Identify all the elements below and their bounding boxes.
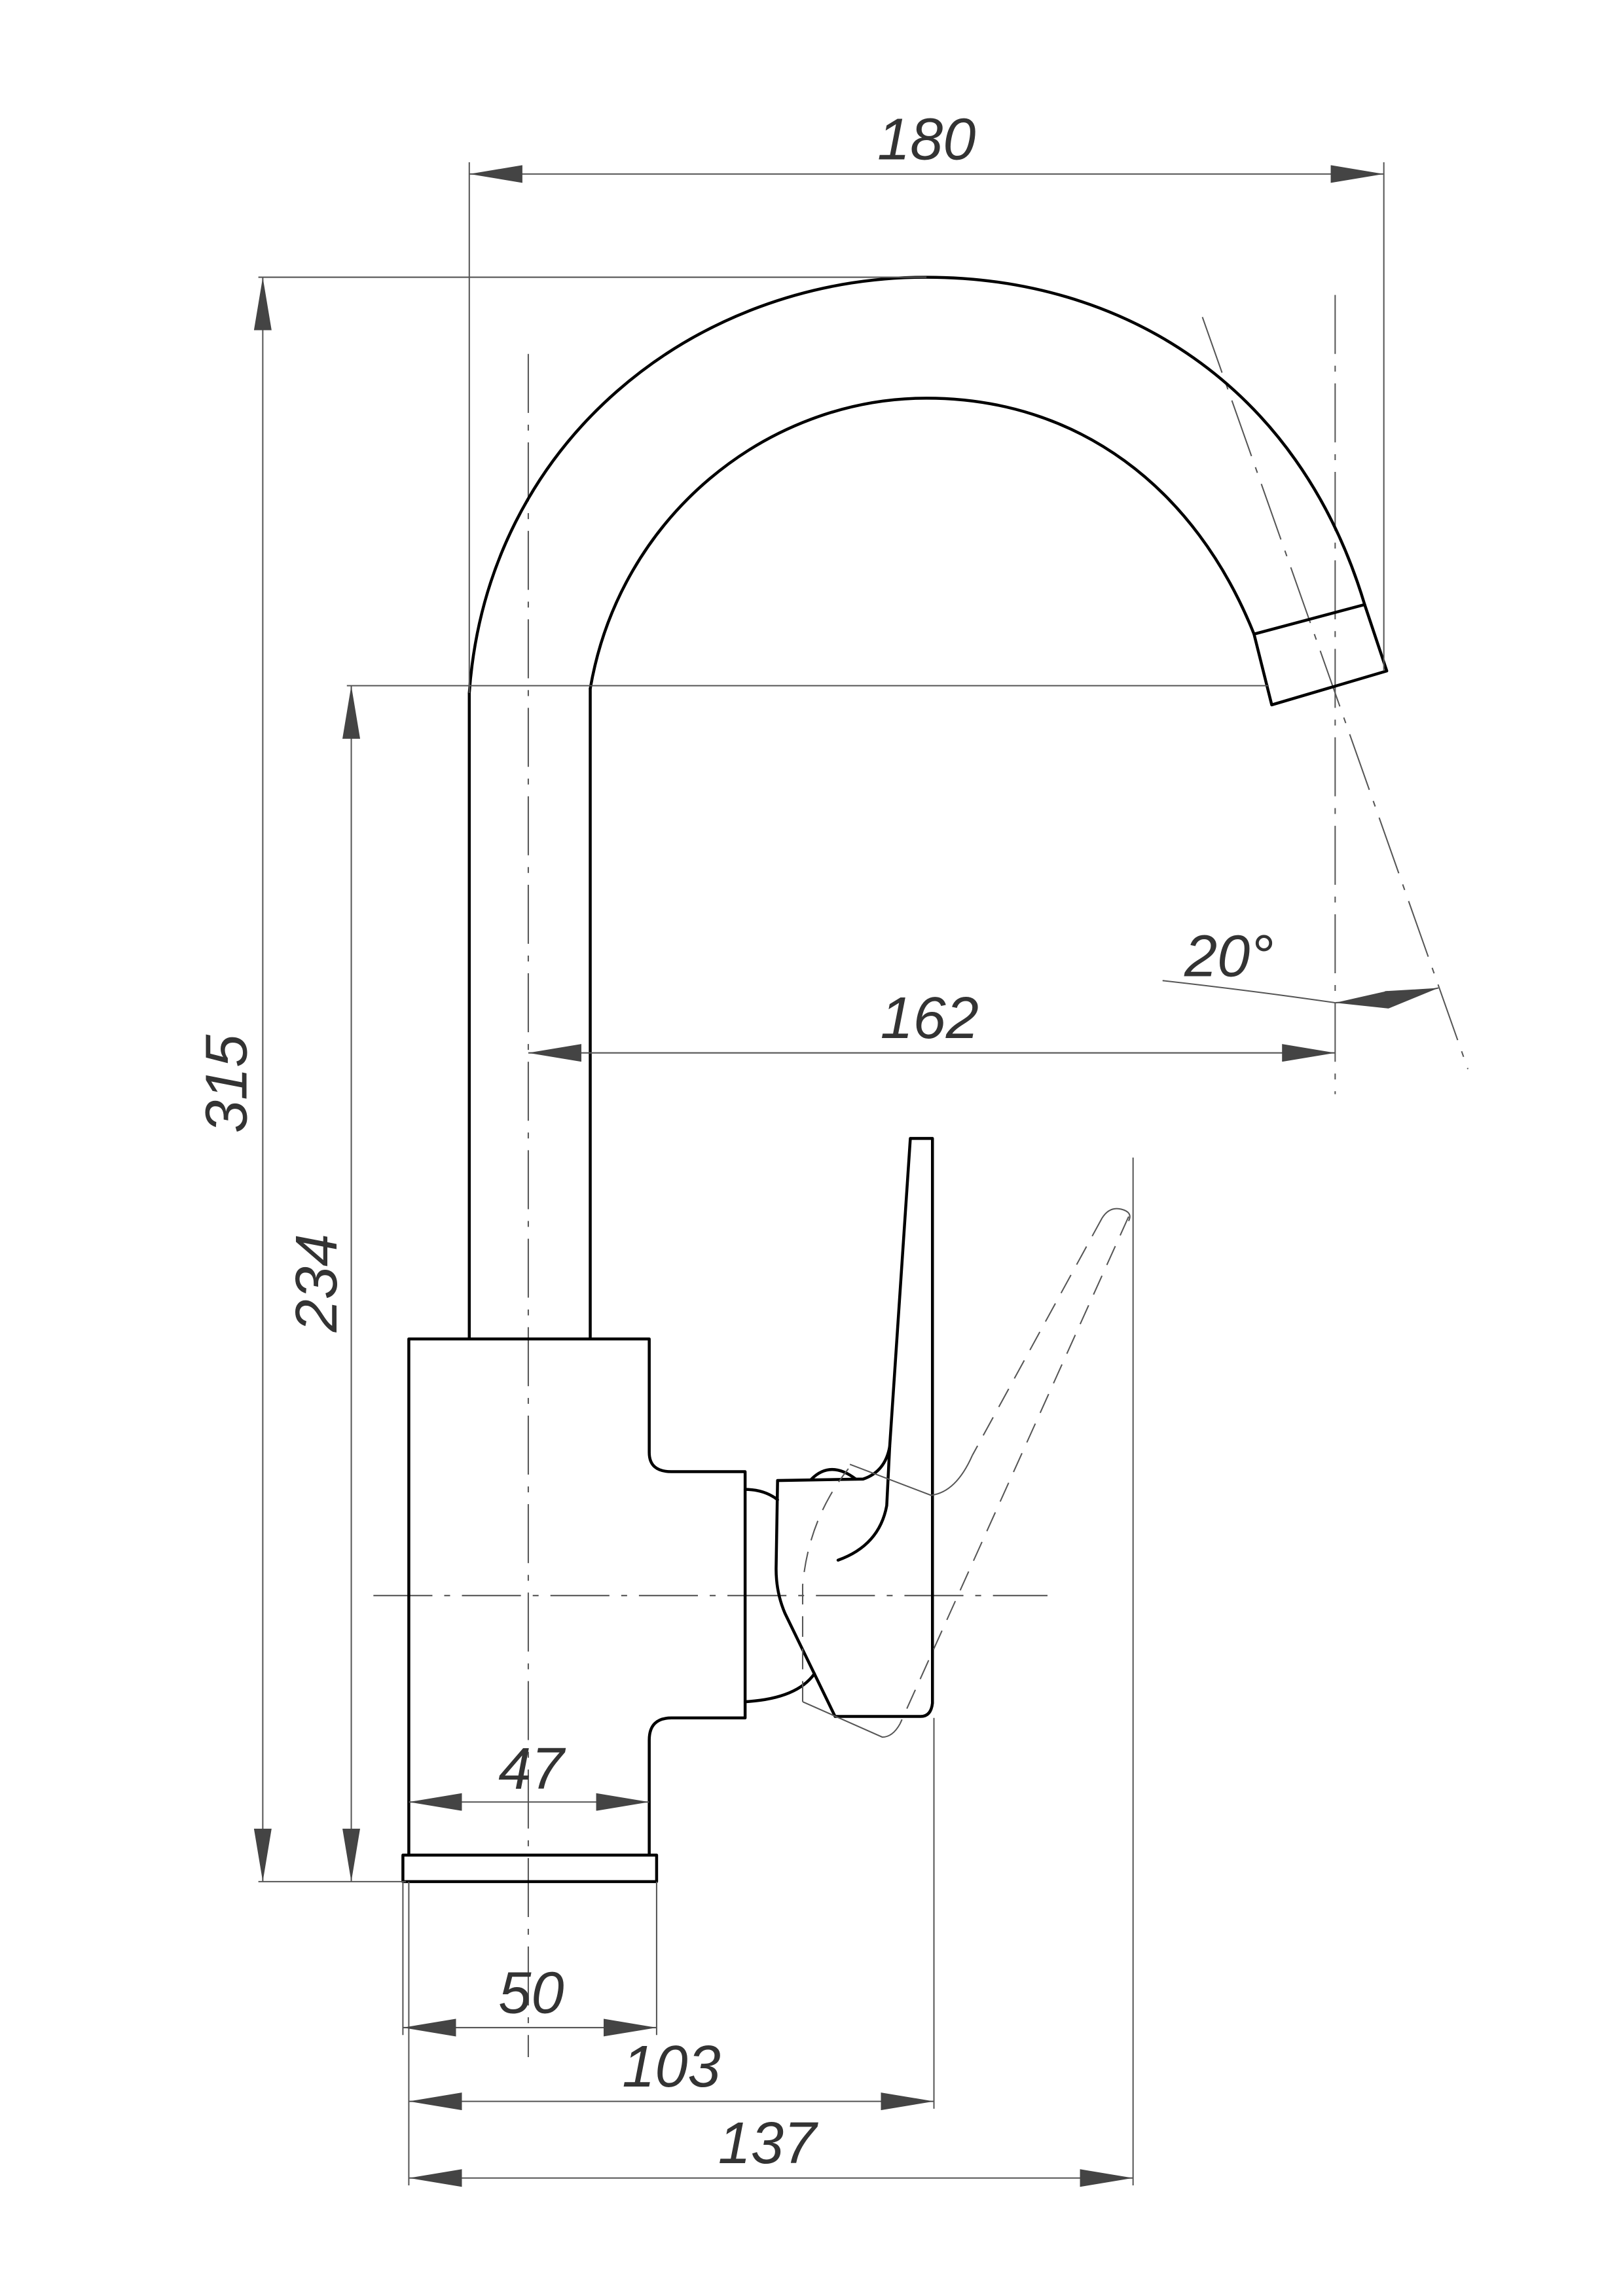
dim-label-234: 234 (283, 1234, 350, 1333)
dim-label-47: 47 (498, 1736, 566, 1802)
dim-label-180: 180 (877, 106, 976, 172)
faucet-outline (401, 276, 1389, 1884)
spout-inner (589, 397, 1256, 691)
outlet-angle-line (1201, 317, 1469, 1069)
dimension-162: 162 (528, 985, 1336, 1062)
dimension-50: 50 (403, 1960, 657, 2037)
dimension-47: 47 (409, 1736, 649, 1811)
dim-label-103: 103 (622, 2034, 720, 2100)
dim-label-315: 315 (194, 1034, 260, 1133)
lever-inner-curve (836, 1444, 892, 1562)
mixer-body (407, 1337, 747, 1857)
dimension-234: 234 (283, 685, 361, 1882)
base-plate (401, 1854, 659, 1884)
cartridge-neck (743, 1488, 816, 1704)
dimension-180: 180 (469, 106, 1384, 183)
center-lines (373, 295, 1469, 2058)
dimension-137: 137 (409, 2110, 1133, 2187)
dim-label-50: 50 (498, 1960, 564, 2026)
lever-handle (775, 1137, 934, 1718)
dim-label-162: 162 (881, 985, 979, 1051)
dimension-20-deg: 20° (1184, 924, 1439, 1009)
handle-open-position (801, 1208, 1131, 1738)
dimension-315: 315 (194, 277, 272, 1882)
extension-lines (258, 162, 1385, 2186)
spout-tip (1252, 603, 1389, 707)
dim-label-137: 137 (718, 2110, 818, 2176)
lever-cap-arc (810, 1467, 858, 1481)
dim-label-20-deg: 20° (1184, 924, 1273, 990)
dimension-103: 103 (409, 2034, 934, 2111)
spout-pipe (467, 687, 592, 1341)
